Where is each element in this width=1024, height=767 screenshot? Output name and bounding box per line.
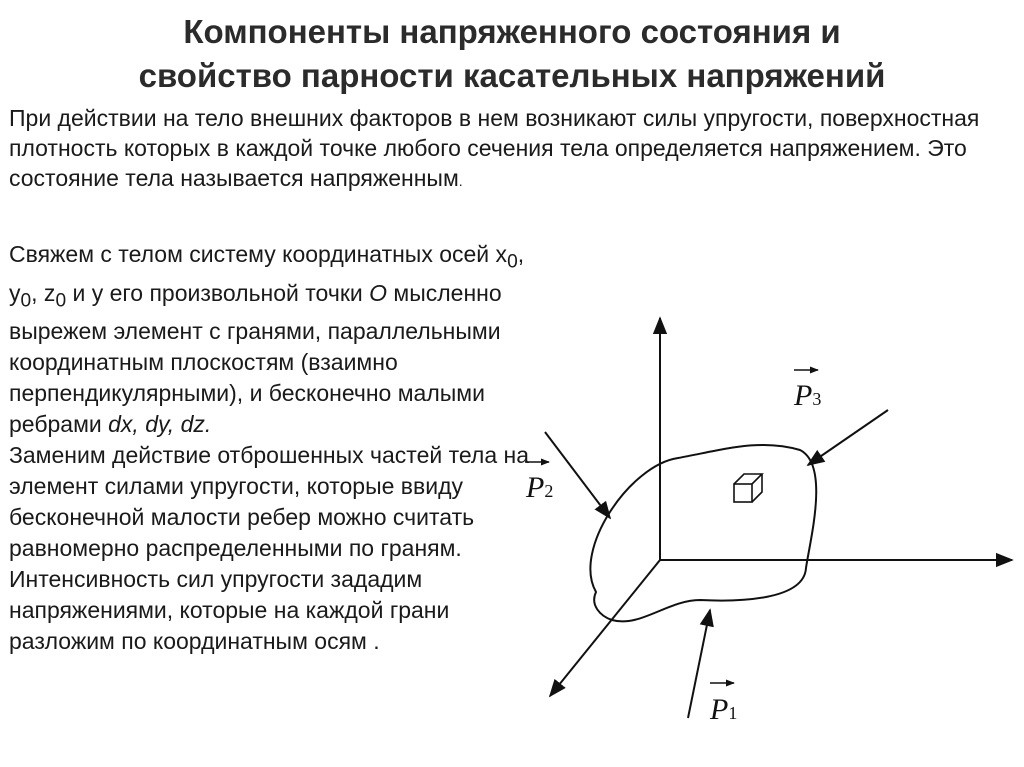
sub-z: 0: [55, 290, 67, 312]
force-p3-arrow: [806, 409, 889, 467]
title-line-1: Компоненты напряженного состояния и: [183, 13, 841, 50]
body-p1-rest: и у его произвольной точки: [66, 279, 370, 306]
body-paragraph: Свяжем с телом систему координатных осей…: [9, 239, 539, 657]
slide-title: Компоненты напряженного состояния и свой…: [0, 10, 1024, 98]
force-p1-arrow: [687, 608, 714, 719]
title-line-2: свойство парности касательных напряжений: [138, 57, 886, 94]
point-o: O: [369, 279, 388, 306]
edges-text: dx, dy, dz.: [108, 411, 212, 438]
force-p2-arrow: [544, 431, 612, 520]
body-comma-z: , z: [31, 279, 56, 306]
p1-label: P1: [709, 693, 737, 726]
p3-label: P3: [793, 379, 821, 412]
body-p1-start: Свяжем с телом систему координатных осей…: [9, 241, 508, 267]
p2-label: P2: [525, 471, 553, 504]
element-cube: [733, 473, 764, 503]
sub-y: 0: [20, 290, 32, 312]
body-p2: Заменим действие отброшенных частей тела…: [9, 442, 530, 655]
intro-period: .: [458, 173, 463, 189]
sub-x: 0: [507, 251, 518, 273]
intro-text: При действии на тело внешних факторов в …: [9, 105, 980, 191]
body-contour: [589, 443, 818, 623]
x-axis: [548, 559, 661, 698]
intro-paragraph: При действии на тело внешних факторов в …: [9, 103, 1009, 196]
body-p1-cont: мысленно вырежем элемент с гранями, пара…: [9, 279, 502, 438]
body-comma-y: , y: [9, 241, 525, 306]
